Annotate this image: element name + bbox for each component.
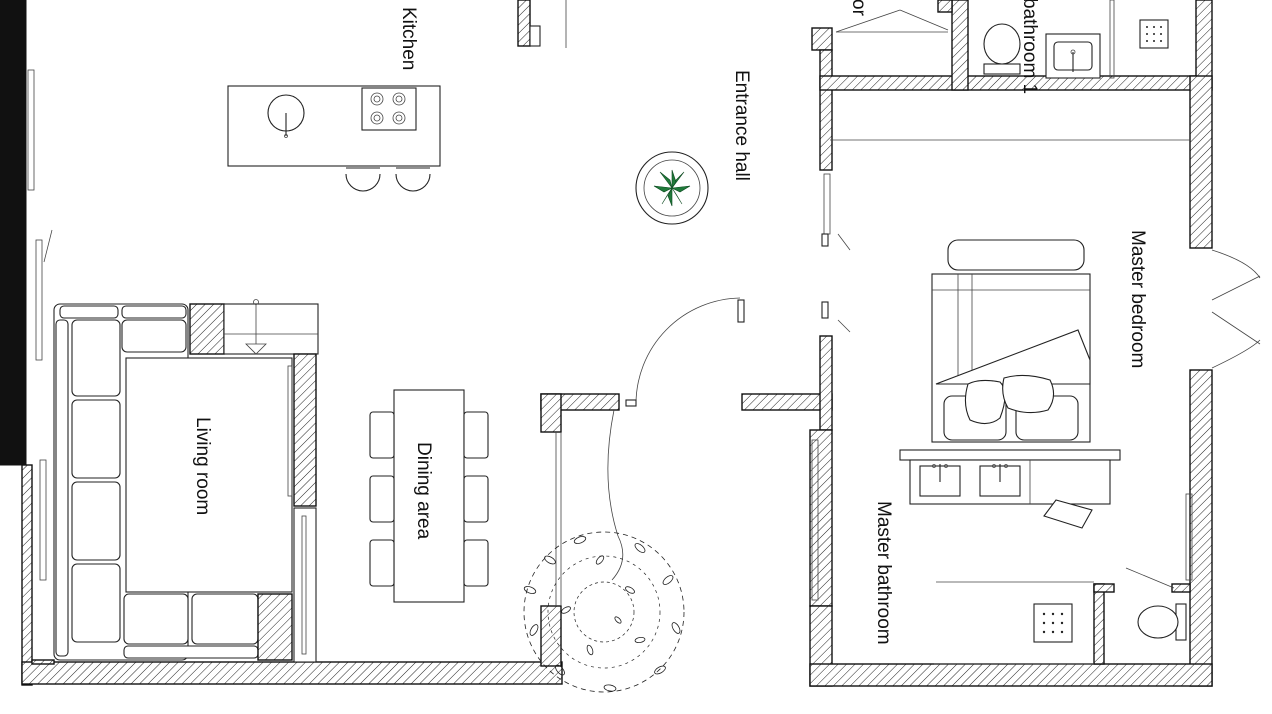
toilet-icon bbox=[983, 23, 1021, 75]
kitchen-island bbox=[227, 85, 441, 192]
bathroom-west-wall bbox=[809, 429, 833, 607]
tree-icon bbox=[523, 409, 685, 693]
bottom-wall-left bbox=[21, 661, 563, 685]
bar-stools bbox=[345, 167, 431, 192]
label-master-bathroom: Master bathroom bbox=[873, 501, 894, 645]
living-inner-bottom bbox=[31, 659, 55, 665]
hall-wall-right bbox=[741, 393, 833, 411]
bedroom-west-wall-top bbox=[811, 27, 833, 51]
shower-icon bbox=[1033, 603, 1073, 643]
left-lower-wall bbox=[21, 464, 33, 686]
sink-icon bbox=[919, 464, 961, 497]
master-bathroom-fixtures bbox=[899, 449, 1187, 643]
label-corridor: or bbox=[848, 0, 869, 17]
label-dining-area: Dining area bbox=[413, 442, 434, 540]
bedroom-west-wall bbox=[819, 49, 833, 171]
kitchen-top-stub-2 bbox=[529, 25, 541, 47]
room-labels: Kitchen or bathroom 1 Entrance hall Mast… bbox=[192, 0, 1148, 645]
cooktop-icon bbox=[361, 87, 417, 131]
bed-icon bbox=[931, 239, 1091, 443]
sink-icon bbox=[267, 94, 305, 138]
living-room-furniture bbox=[53, 299, 319, 663]
bedroom-west-wall-mid bbox=[819, 335, 833, 431]
wc-partition-cap bbox=[1171, 583, 1191, 593]
plant-icon bbox=[635, 151, 709, 225]
bathroom-partition bbox=[1093, 583, 1105, 665]
dining-furniture bbox=[369, 389, 489, 603]
kitchen-top-stub bbox=[517, 0, 531, 47]
toilet-icon bbox=[1137, 603, 1187, 641]
label-master-bedroom: Master bedroom bbox=[1127, 230, 1148, 368]
bedroom-east-wall-top bbox=[1189, 75, 1213, 249]
bedroom-north-wall bbox=[819, 75, 1211, 91]
bathroom1-fixtures bbox=[983, 0, 1169, 79]
windows bbox=[27, 69, 1193, 665]
bathroom1-west-wall bbox=[951, 0, 969, 91]
sink-icon bbox=[979, 464, 1021, 497]
label-kitchen: Kitchen bbox=[398, 7, 419, 70]
doors bbox=[625, 9, 1261, 589]
label-bathroom-1: bathroom 1 bbox=[1019, 0, 1040, 94]
label-entrance-hall: Entrance hall bbox=[731, 70, 752, 181]
left-exterior-wall bbox=[0, 0, 27, 466]
bedroom-east-wall-bottom bbox=[1189, 369, 1213, 687]
label-living-room: Living room bbox=[192, 417, 213, 515]
corridor-east-wall bbox=[937, 0, 953, 13]
bathroom-partition-cap bbox=[1093, 583, 1115, 593]
hall-wall-left-vert bbox=[540, 393, 562, 433]
center-wall-bottom bbox=[540, 605, 562, 667]
bathroom-south-wall bbox=[809, 663, 1213, 687]
walls bbox=[0, 0, 1213, 687]
